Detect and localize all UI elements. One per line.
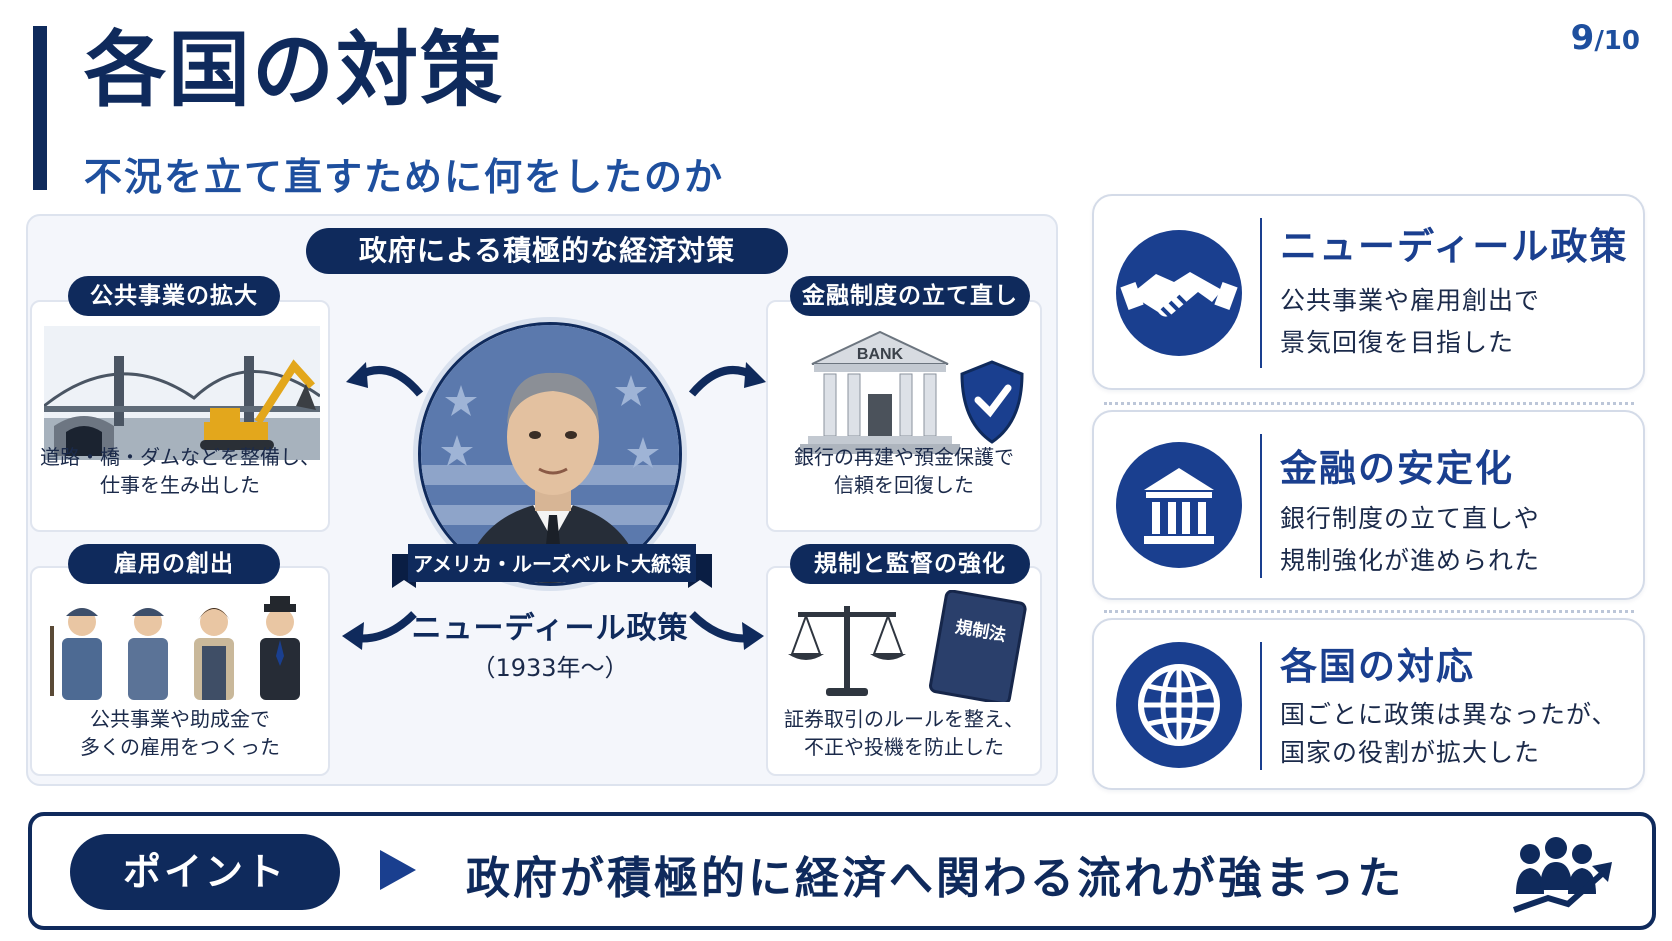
summary-divider [1260, 434, 1262, 578]
new-deal-year: （1933年〜） [471, 654, 629, 682]
page-title: 各国の対策 [84, 23, 505, 118]
public-works-line1: 道路・橋・ダムなどを整備し、 [40, 445, 320, 469]
policy-banner: 政府による積極的な経済対策 [306, 228, 788, 274]
summary-title: ニューディール政策 [1280, 225, 1629, 268]
page-current: 9 [1570, 18, 1595, 58]
summary-line2: 規制強化が進められた [1280, 546, 1541, 575]
arrow-to-regulation-icon [689, 611, 764, 650]
arrow-to-finance-icon [688, 362, 766, 397]
page-subtitle: 不況を立て直すために何をしたのか [84, 155, 725, 199]
summary-title: 各国の対応 [1280, 645, 1475, 688]
summary-divider [1260, 218, 1262, 368]
workers-illustration [50, 596, 300, 700]
public-works-label: 公共事業の拡大 [68, 276, 280, 316]
point-text: 政府が積極的に経済へ関わる流れが強まった [466, 853, 1405, 904]
divider-dots [1104, 402, 1634, 405]
card-regulation: 規制法 証券取引のルールを整え、 不正や投機を防止した [766, 566, 1042, 776]
summary-title: 金融の安定化 [1280, 447, 1514, 490]
summary-line2: 景気回復を目指した [1280, 328, 1515, 357]
president-ribbon [392, 544, 712, 588]
finance-line1: 銀行の再建や預金保護で [794, 445, 1014, 469]
bank-sign: BANK [857, 346, 904, 363]
regulation-line2: 不正や投機を防止した [804, 735, 1004, 759]
card-employment: 公共事業や助成金で 多くの雇用をつくった [30, 566, 330, 776]
bank-icon [1116, 442, 1242, 568]
divider-dots [1104, 610, 1634, 613]
summary-line2: 国家の役割が拡大した [1280, 738, 1541, 767]
finance-label: 金融制度の立て直し [790, 276, 1030, 316]
arrow-to-public-works-icon [346, 362, 424, 397]
employment-label: 雇用の創出 [68, 544, 280, 584]
scales-book-illustration: 規制法 [788, 590, 1027, 702]
employment-line2: 多くの雇用をつくった [80, 735, 280, 759]
summary-card-finance: 金融の安定化 銀行制度の立て直しや 規制強化が進められた [1092, 410, 1645, 600]
employment-line1: 公共事業や助成金で [90, 707, 270, 731]
regulation-line1: 証券取引のルールを整え、 [784, 707, 1024, 731]
bridge-excavator-illustration [44, 326, 320, 460]
president-name: アメリカ・ルーズベルト大統領 [413, 552, 691, 576]
globe-icon [1116, 642, 1242, 768]
page-number: 9/10 [1571, 18, 1640, 58]
card-finance: BANK 銀行の再建や預金保護で 信頼を回復した [766, 300, 1042, 532]
public-works-line2: 仕事を生み出した [100, 473, 260, 497]
card-public-works: 道路・橋・ダムなどを整備し、 仕事を生み出した [30, 300, 330, 532]
page-total: /10 [1594, 26, 1640, 56]
summary-line1: 公共事業や雇用創出で [1280, 286, 1541, 315]
finance-line2: 信頼を回復した [834, 473, 974, 497]
handshake-icon [1116, 230, 1242, 356]
summary-card-countries: 各国の対応 国ごとに政策は異なったが、 国家の役割が拡大した [1092, 618, 1645, 790]
summary-divider [1260, 642, 1262, 770]
point-box [28, 812, 1656, 930]
group-growth-icon [1513, 837, 1612, 913]
summary-line1: 国ごとに政策は異なったが、 [1280, 700, 1618, 729]
point-label: ポイント [70, 834, 340, 910]
bank-shield-illustration: BANK [800, 330, 1024, 454]
play-arrow-icon [380, 850, 416, 890]
summary-card-new-deal: ニューディール政策 公共事業や雇用創出で 景気回復を目指した [1092, 194, 1645, 390]
title-accent-bar [33, 26, 47, 190]
arrow-to-employment-icon [342, 611, 417, 650]
summary-line1: 銀行制度の立て直しや [1280, 504, 1540, 533]
new-deal-title: ニューディール政策 [411, 611, 689, 646]
regulation-label: 規制と監督の強化 [790, 544, 1030, 584]
